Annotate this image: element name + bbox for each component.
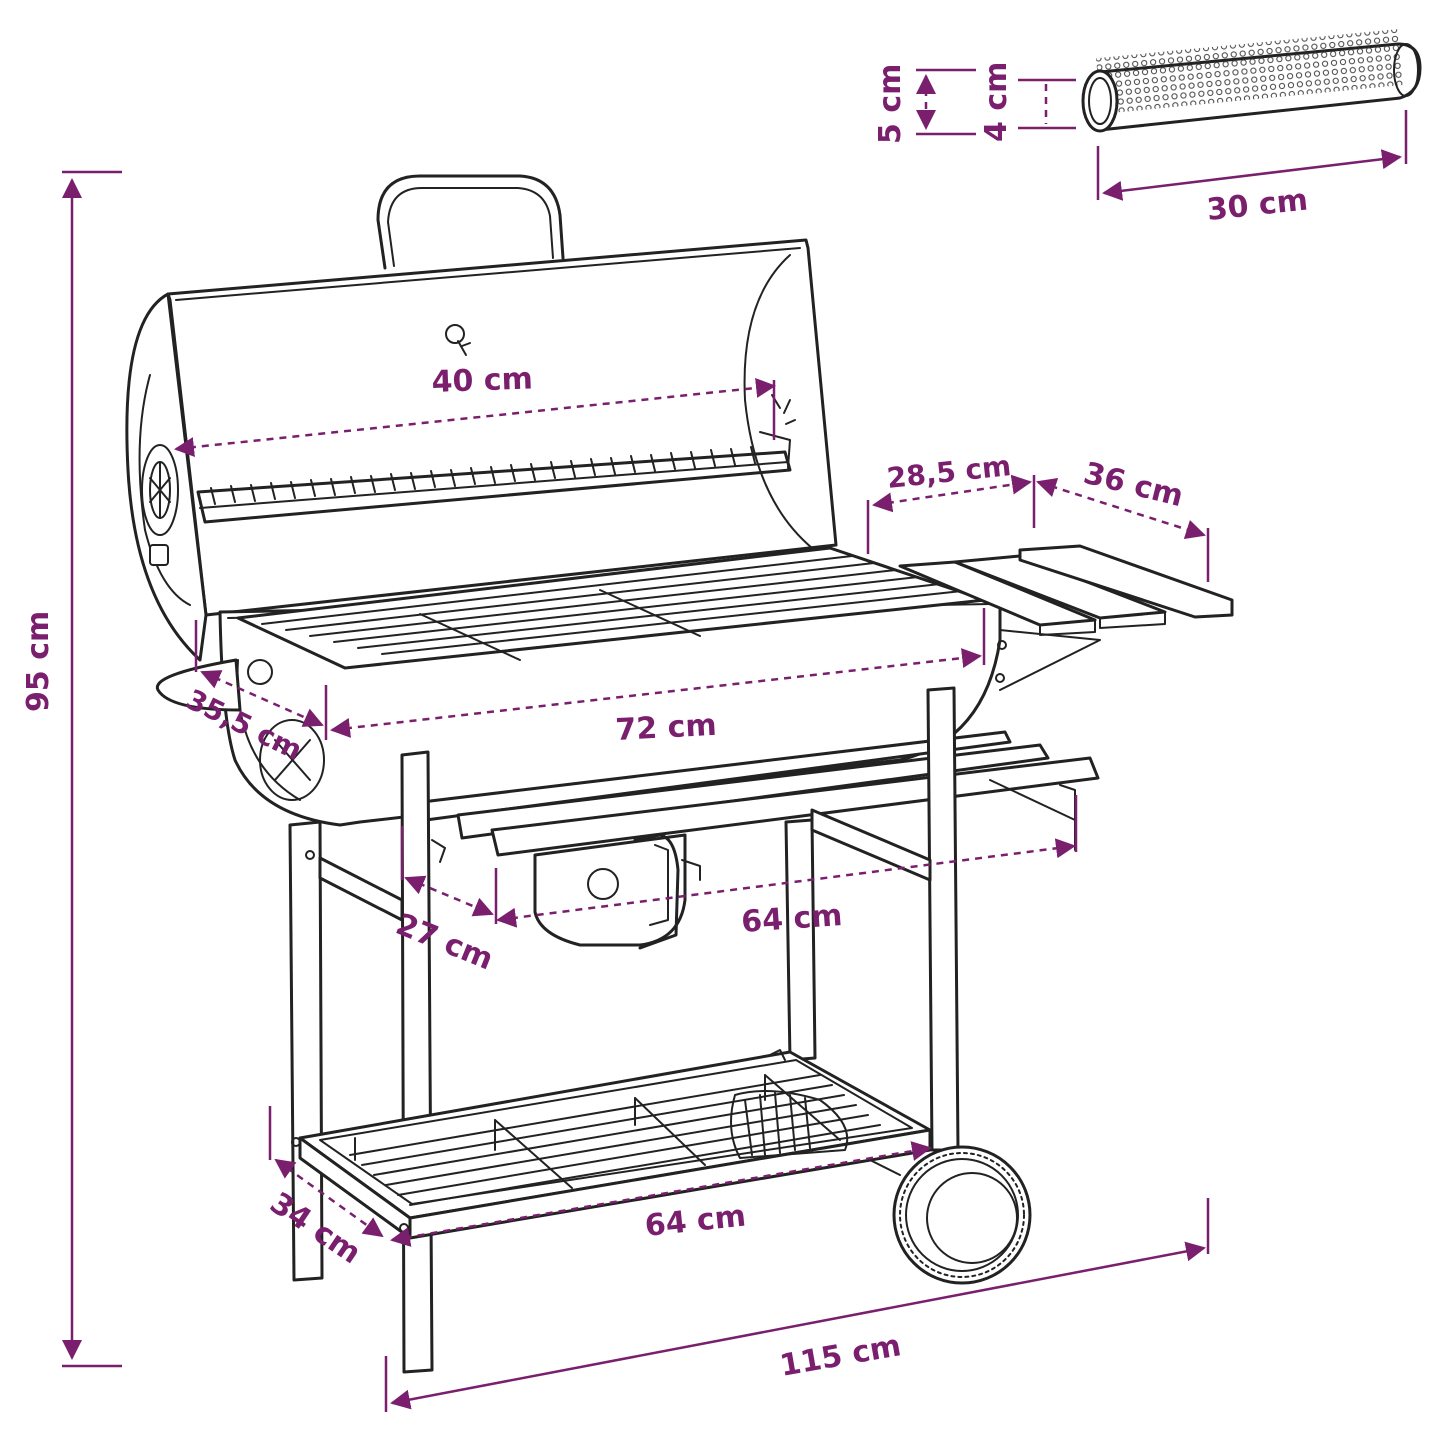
tube-outer-diameter-label: 5 cm [873, 64, 908, 144]
front-shelf-width-label: 64 cm [740, 898, 843, 940]
charcoal-drawer [431, 833, 701, 950]
side-shelf-depth-label: 36 cm [1080, 456, 1187, 514]
dimension-lines [62, 68, 1408, 1412]
side-shelf [898, 544, 1234, 691]
tube-inner-diameter-label: 4 cm [979, 62, 1014, 142]
bottom-shelf-width-label: 64 cm [643, 1199, 747, 1244]
lid-vent [141, 444, 179, 566]
lid-rack-width-label: 40 cm [431, 361, 533, 400]
grill-width-label: 72 cm [615, 708, 718, 748]
lid-handle [376, 174, 565, 270]
wheel [869, 1145, 1032, 1285]
total-height-label: 95 cm [21, 611, 56, 712]
thermometer [445, 324, 471, 356]
total-width-label: 115 cm [777, 1328, 903, 1384]
tube-length-label: 30 cm [1205, 183, 1309, 228]
barbecue-illustration [125, 28, 1422, 1374]
smoker-tube [1081, 28, 1422, 133]
